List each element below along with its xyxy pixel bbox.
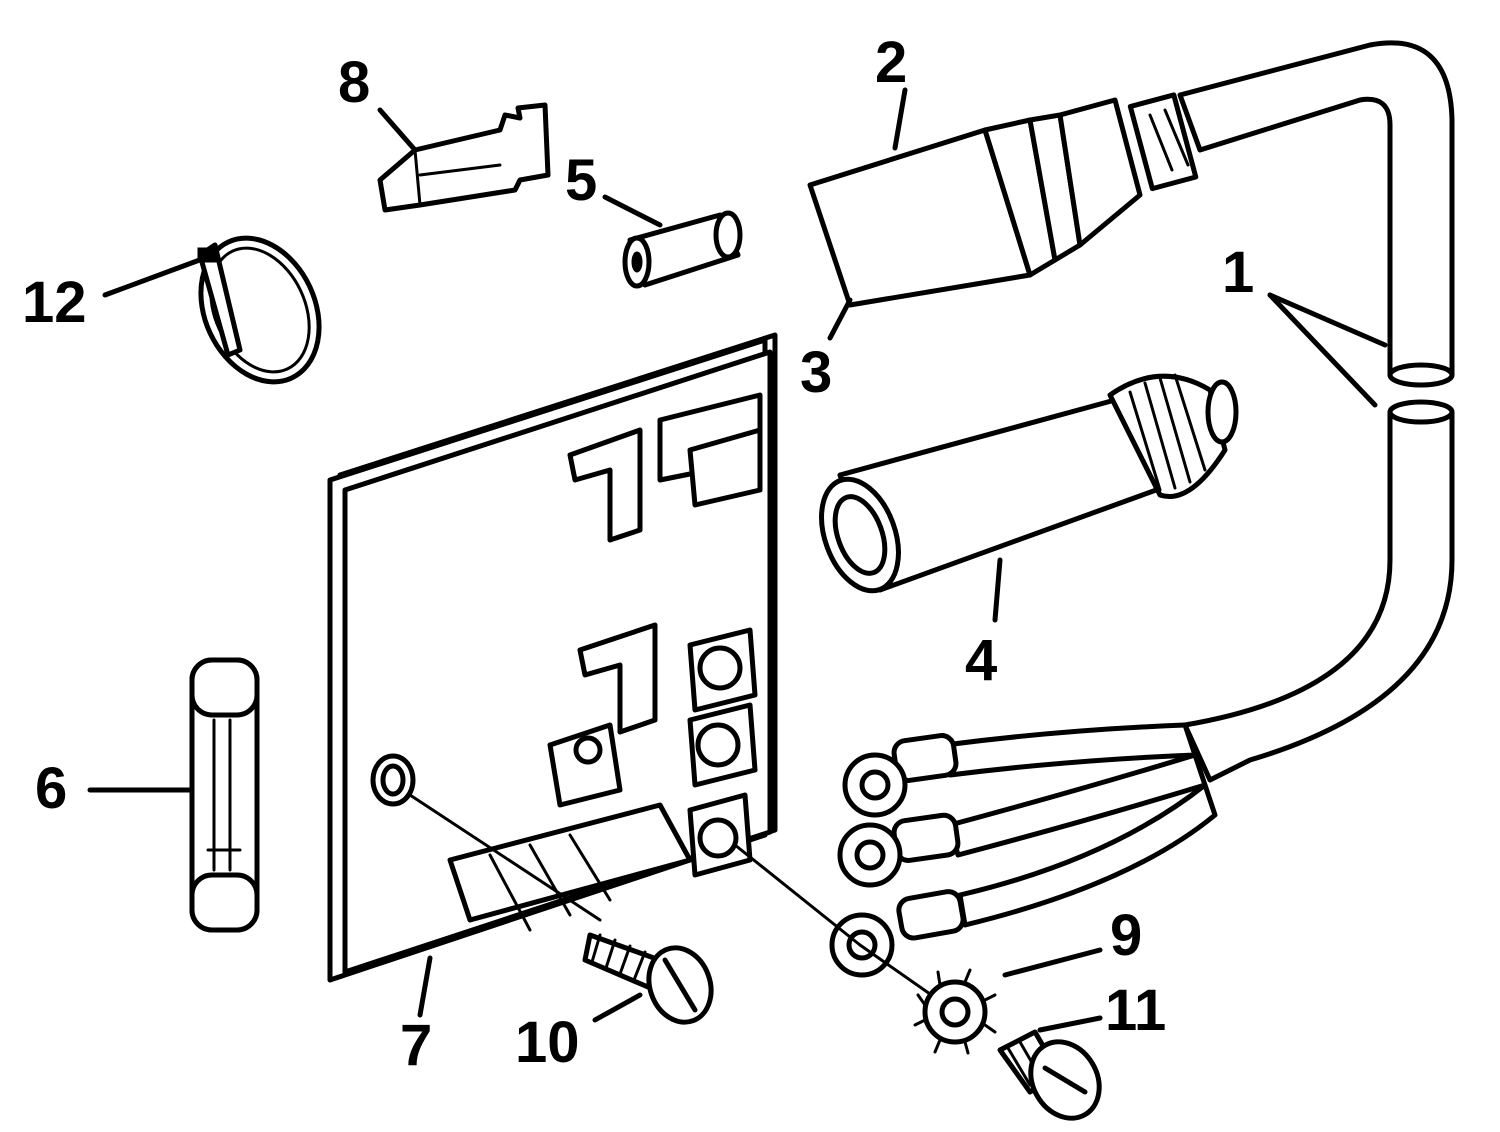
- connector-housing: [807, 92, 1199, 308]
- cable-tie: [197, 235, 322, 385]
- fuse: [189, 657, 260, 933]
- sleeve: [622, 210, 743, 289]
- spade-terminal: [377, 102, 551, 213]
- slotted-screw: [997, 1029, 1102, 1121]
- callout-3: 3: [800, 340, 832, 405]
- callout-6: 6: [35, 756, 67, 821]
- callout-11: 11: [1105, 978, 1166, 1043]
- callout-9: 9: [1110, 903, 1142, 968]
- callout-10: 10: [515, 1010, 580, 1075]
- callout-7: 7: [400, 1013, 432, 1078]
- slotted-screw: [582, 932, 714, 1025]
- ring-terminal: [837, 812, 961, 888]
- callout-2: 2: [875, 30, 907, 95]
- ring-terminal: [842, 733, 959, 818]
- terminal-board: [327, 332, 962, 1017]
- rubber-boot: [819, 373, 1239, 594]
- leader-lines: [87, 87, 1388, 1033]
- callout-4: 4: [965, 628, 997, 693]
- star-washer: [913, 968, 997, 1055]
- callout-labels: 1 2 3 4 5 6 7 8 9 10 11 12: [22, 30, 1254, 1078]
- callout-8: 8: [338, 50, 370, 115]
- callout-5: 5: [565, 148, 597, 213]
- callout-1: 1: [1222, 240, 1254, 305]
- cable-harness: [829, 40, 1455, 978]
- callout-12: 12: [22, 270, 87, 335]
- ring-terminal: [829, 889, 966, 978]
